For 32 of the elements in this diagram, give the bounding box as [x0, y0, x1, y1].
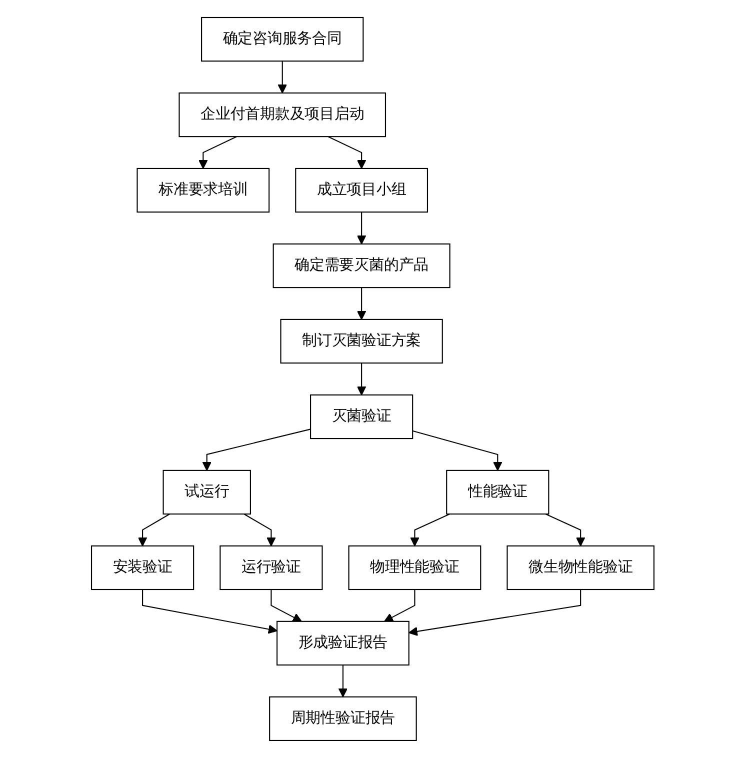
arrow [412, 430, 502, 471]
arrow [408, 590, 581, 636]
node-box: 试运行 [162, 470, 251, 515]
arrow [410, 514, 450, 546]
arrow [384, 590, 416, 622]
arrow [356, 363, 366, 396]
arrow [356, 288, 366, 320]
node-box: 微生物性能验证 [506, 545, 654, 590]
arrow [142, 590, 278, 634]
node-box: 周期性验证报告 [268, 696, 417, 742]
arrow [545, 514, 586, 546]
arrow [244, 514, 276, 546]
arrow [277, 61, 287, 94]
node-box: 确定需要灭菌的产品 [272, 243, 450, 288]
arrow [138, 514, 170, 546]
node-box: 物理性能验证 [348, 545, 481, 590]
arrow [198, 136, 237, 169]
arrow [270, 590, 302, 622]
node-box: 标准要求培训 [136, 168, 270, 213]
arrow [328, 136, 366, 169]
node-box: 形成验证报告 [276, 620, 410, 666]
node-box: 性能验证 [446, 470, 549, 515]
arrow [356, 212, 366, 244]
node-box: 安装验证 [90, 545, 194, 590]
node-box: 灭菌验证 [310, 394, 413, 440]
node-box: 成立项目小组 [294, 168, 428, 213]
arrow [202, 428, 310, 471]
arrow [338, 665, 348, 698]
node-box: 确定咨询服务合同 [200, 16, 364, 62]
node-box: 运行验证 [219, 545, 323, 590]
node-box: 制订灭菌验证方案 [280, 318, 443, 364]
node-box: 企业付首期款及项目启动 [178, 92, 386, 138]
